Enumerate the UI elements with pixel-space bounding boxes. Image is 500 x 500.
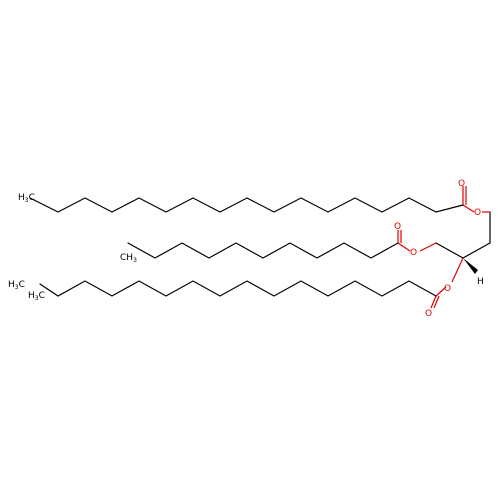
middle-acyl-chain [127,230,437,259]
ester-o-bond [462,204,475,213]
top-chain-bonds [29,197,464,213]
backbone-bond [462,242,491,259]
bottom-chain-bonds [39,280,437,297]
stereo-wedge [463,258,478,274]
oxygen-label: O [425,309,432,319]
methyl-label: H3C [18,193,35,204]
atom-labels: O O O O O O H CH3 H3C H3C H3C [8,179,484,319]
ester-o-bond [419,242,437,252]
glycerol-backbone [435,211,491,283]
ester-o-bond [397,242,411,252]
oxygen-label: O [444,284,451,294]
carbonyl-bond [433,295,440,309]
bottom-acyl-chain [39,280,447,309]
oxygen-label: O [458,179,465,189]
oxygen-label: O [394,222,401,232]
methyl-label: CH3 [120,253,137,264]
backbone-bond [435,242,464,259]
middle-chain-bonds [127,242,399,259]
ester-o-bond [451,257,464,283]
methyl-label: H3C [28,291,45,302]
oxygen-label: O [474,208,481,218]
methyl-label: H3C [8,280,25,291]
oxygen-label: O [410,248,417,258]
carbonyl-bond [430,295,437,309]
ester-o-bond [435,286,447,297]
stereo-h-label: H [477,277,484,287]
top-acyl-chain [29,186,490,213]
